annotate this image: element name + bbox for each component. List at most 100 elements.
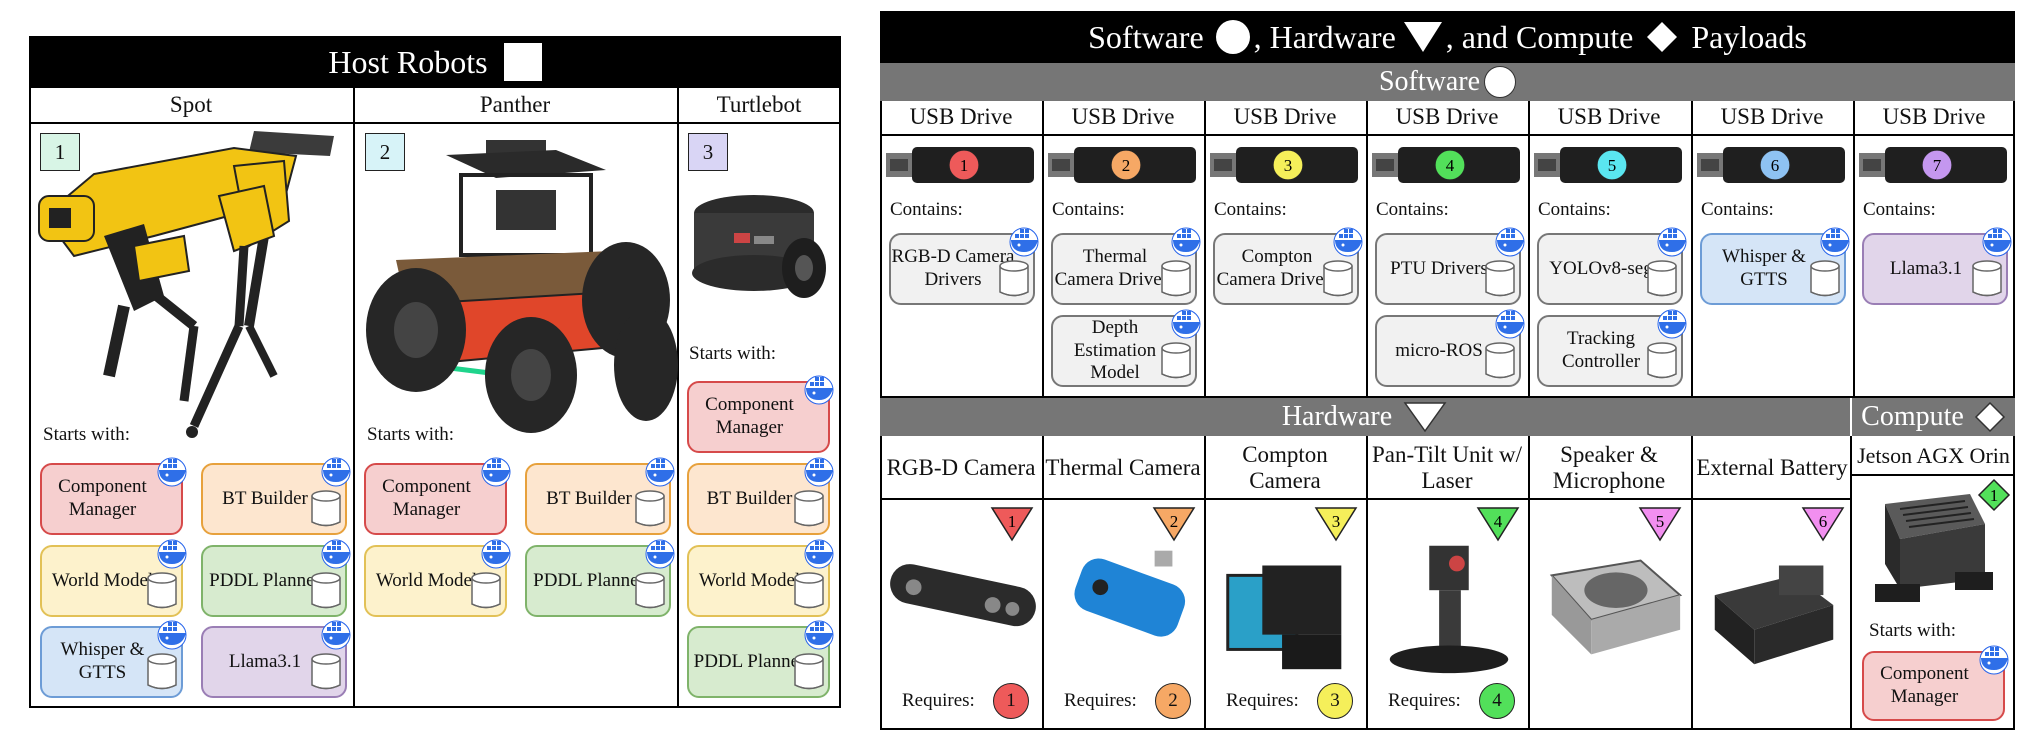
software-col-divider — [1528, 101, 1530, 398]
hardware-name: Thermal Camera — [1045, 454, 1201, 480]
compute-name: Jetson AGX Orin — [1857, 443, 2010, 469]
usb-drive-label: USB Drive — [909, 104, 1013, 130]
contains-label: Contains: — [890, 199, 963, 220]
software-module: Compton Camera Drivers — [1213, 227, 1363, 305]
hardware-col-divider — [1204, 436, 1206, 730]
docker-icon — [1007, 226, 1041, 257]
hardware-section-bar: Hardware — [880, 398, 1850, 436]
contains-label: Contains: — [1052, 199, 1125, 220]
usb-drive-icon: 5 — [1534, 147, 1682, 183]
circle-icon — [1215, 20, 1250, 54]
panther-robot-image — [366, 140, 678, 433]
svg-text:2: 2 — [1170, 512, 1179, 531]
compute-section-bar: Compute — [1852, 398, 2015, 436]
requires-label: Requires: — [1226, 690, 1299, 711]
usb-drive-label: USB Drive — [1071, 104, 1175, 130]
requires-label: Requires: — [902, 690, 975, 711]
compute-module-component-manager: Component Manager — [1862, 645, 2009, 721]
docker-icon — [319, 619, 353, 650]
svg-text:7: 7 — [1933, 156, 1942, 175]
hardware-name: Pan-Tilt Unit w/ Laser — [1372, 441, 1522, 493]
turtlebot-robot-image — [692, 195, 826, 298]
robot-name-turtlebot: Turtlebot — [716, 91, 802, 117]
software-header-divider — [880, 134, 2015, 136]
svg-text:4: 4 — [1494, 512, 1503, 531]
docker-icon — [802, 619, 836, 650]
payloads-title-hardware: , Hardware — [1253, 18, 1396, 55]
hardware-badge-triangle: 6 — [1801, 507, 1845, 542]
turtlebot-module-component-manager: Component Manager — [687, 375, 834, 453]
docker-icon — [155, 619, 189, 650]
database-icon — [1971, 259, 2003, 299]
software-col-divider — [1366, 101, 1368, 398]
database-icon — [998, 259, 1030, 299]
hardware-device-image — [1074, 550, 1186, 637]
turtlebot-module-bt-builder: BT Builder — [687, 457, 834, 535]
software-module: Tracking Controller — [1537, 309, 1687, 387]
spot-starts-with-label: Starts with: — [43, 424, 131, 445]
hardware-badge-triangle: 2 — [1152, 507, 1196, 542]
database-icon — [634, 489, 666, 529]
panther-starts-with-label: Starts with: — [367, 424, 455, 445]
hardware-badge-triangle: 1 — [990, 507, 1034, 542]
svg-text:1: 1 — [1008, 512, 1017, 531]
usb-drive-label: USB Drive — [1882, 104, 1986, 130]
usb-drive-label: USB Drive — [1395, 104, 1499, 130]
compute-badge-diamond: 1 — [1977, 478, 2011, 512]
usb-drive-icon: 7 — [1859, 147, 2007, 183]
svg-text:5: 5 — [1656, 512, 1665, 531]
database-icon — [310, 571, 342, 611]
payloads-title-software: Software — [1088, 18, 1204, 55]
svg-text:1: 1 — [1990, 486, 1999, 505]
svg-text:3: 3 — [1332, 512, 1341, 531]
software-module: Thermal Camera Drivers — [1051, 227, 1201, 305]
hardware-name: Compton Camera — [1242, 441, 1328, 493]
hardware-section-title: Hardware — [1281, 401, 1393, 432]
panther-module-pddl-planner: PDDL Planner — [525, 539, 675, 617]
database-icon — [1809, 259, 1841, 299]
jetson-agx-orin-image — [1875, 494, 1993, 602]
docker-icon — [1169, 308, 1203, 339]
compute-starts-with-label: Starts with: — [1869, 620, 1957, 641]
contains-label: Contains: — [1863, 199, 1936, 220]
panther-module-bt-builder: BT Builder — [525, 457, 675, 535]
svg-text:6: 6 — [1771, 156, 1780, 175]
host-col-divider-1 — [353, 88, 355, 708]
software-module: PTU Drivers — [1375, 227, 1525, 305]
docker-icon — [802, 374, 836, 405]
diamond-icon — [1974, 401, 2005, 433]
hardware-col-divider — [1691, 436, 1693, 730]
hardware-col-divider — [1528, 436, 1530, 730]
database-icon — [1484, 341, 1516, 381]
hardware-col-divider — [1042, 436, 1044, 730]
software-module: Depth Estimation Model — [1051, 309, 1201, 387]
software-module: Llama3.1 — [1862, 227, 2012, 305]
payloads-title-payloads: Payloads — [1691, 18, 1807, 55]
usb-drive-icon: 6 — [1697, 147, 1845, 183]
software-col-divider — [1853, 101, 1855, 398]
requires-badge: 2 — [1155, 683, 1191, 719]
docker-icon — [155, 456, 189, 487]
hardware-device-image — [1389, 545, 1509, 674]
software-module: micro-ROS — [1375, 309, 1525, 387]
docker-icon — [479, 538, 513, 569]
docker-icon — [1493, 308, 1527, 339]
turtlebot-module-world-model: World Model — [687, 539, 834, 617]
spot-module-whisper-gtts: Whisper & GTTS — [40, 620, 187, 698]
software-col-divider — [1042, 101, 1044, 398]
hardware-badge-triangle: 5 — [1638, 507, 1682, 542]
svg-text:5: 5 — [1608, 156, 1617, 175]
requires-label: Requires: — [1064, 690, 1137, 711]
triangle-icon — [1403, 22, 1442, 52]
database-icon — [146, 652, 178, 692]
hardware-header-divider — [880, 498, 1850, 500]
database-icon — [1322, 259, 1354, 299]
usb-drive-icon: 3 — [1210, 147, 1358, 183]
usb-drive-icon: 2 — [1048, 147, 1196, 183]
docker-icon — [1331, 226, 1365, 257]
host-robots-title-bar: Host Robots — [29, 36, 841, 88]
compute-divider — [1850, 436, 1852, 730]
svg-text:1: 1 — [960, 156, 969, 175]
database-icon — [1160, 259, 1192, 299]
database-icon — [1160, 341, 1192, 381]
